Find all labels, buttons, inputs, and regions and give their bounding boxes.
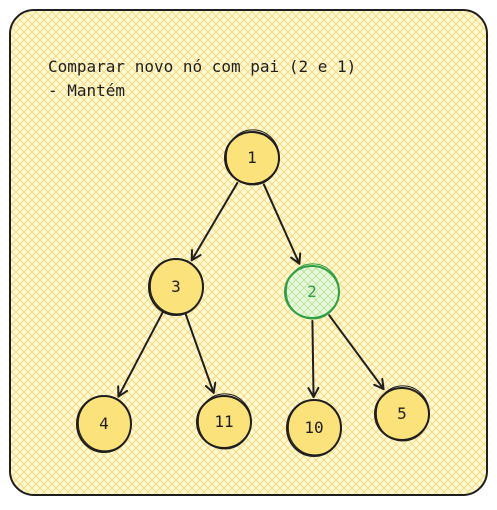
node-label: 11 xyxy=(214,412,233,431)
card-background xyxy=(9,9,488,496)
tree-node-5: 5 xyxy=(374,385,430,442)
edge-n3-n4 xyxy=(117,311,164,398)
tree-node-2: 2 xyxy=(284,263,340,320)
edge-n3-n11 xyxy=(184,313,217,394)
tree-node-4: 4 xyxy=(76,395,132,453)
node-label: 2 xyxy=(307,282,317,301)
edge-n2-n5 xyxy=(328,314,385,391)
node-circle-outline xyxy=(149,258,204,315)
node-label: 10 xyxy=(304,418,323,437)
tree-node-10: 10 xyxy=(286,399,342,457)
edge-n2-n10 xyxy=(307,319,320,399)
edge-n1-n3 xyxy=(190,181,239,262)
node-label: 4 xyxy=(99,414,109,433)
tree-nodes: 1 3 2 4 11 10 5 xyxy=(76,129,430,457)
node-label: 5 xyxy=(397,404,407,423)
node-circle-outline xyxy=(197,393,252,450)
tree-node-11: 11 xyxy=(196,393,252,450)
node-circle-outline xyxy=(225,129,280,186)
node-label: 1 xyxy=(247,148,257,167)
tree-node-1: 1 xyxy=(224,129,280,186)
node-label: 3 xyxy=(171,277,181,296)
caption: Comparar novo nó com pai (2 e 1) - Manté… xyxy=(48,55,356,103)
tree-node-3: 3 xyxy=(148,258,204,316)
node-circle-outline xyxy=(375,385,430,442)
node-circle-outline xyxy=(285,263,340,320)
node-circle-outline xyxy=(287,399,342,456)
node-circle-outline xyxy=(77,395,132,452)
caption-line-1: Comparar novo nó com pai (2 e 1) xyxy=(48,57,357,76)
edge-n1-n2 xyxy=(262,183,302,265)
tree-edges xyxy=(117,181,385,399)
caption-line-2: - Mantém xyxy=(48,81,126,100)
